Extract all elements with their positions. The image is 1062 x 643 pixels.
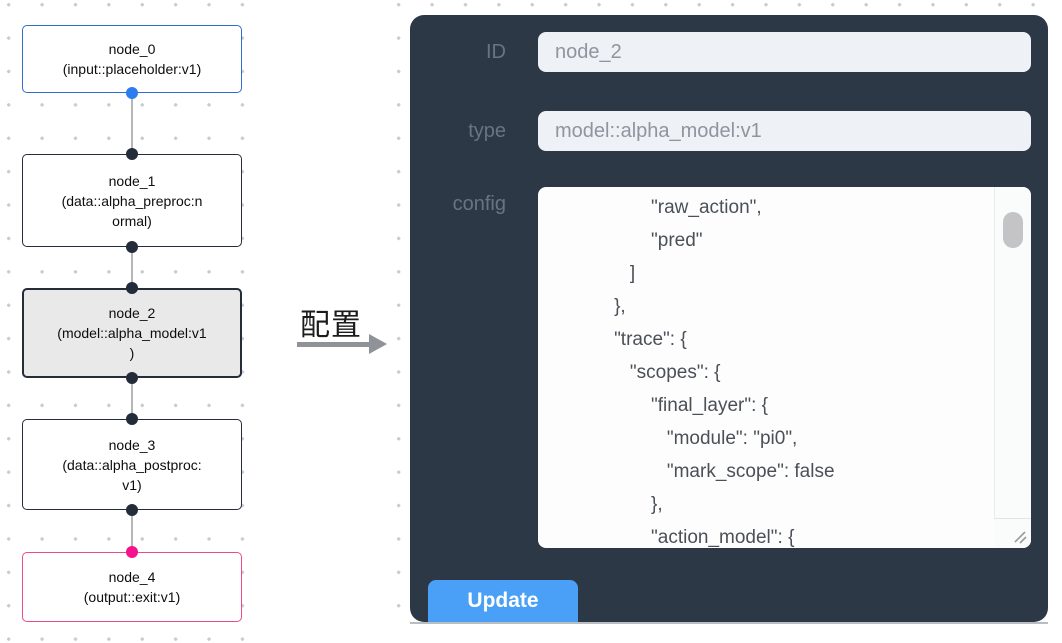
port-node2-output[interactable] [126, 372, 138, 384]
textarea-resize-corner[interactable] [994, 518, 1031, 548]
port-node0-output[interactable] [126, 87, 138, 99]
port-node3-input[interactable] [126, 413, 138, 425]
edge-node3-node4 [131, 510, 133, 552]
flow-node-node_3[interactable]: node_3 (data::alpha_postproc: v1) [22, 419, 242, 510]
type-field-label: type [468, 119, 506, 142]
config-textarea[interactable]: "raw_action", "pred" ] }, "trace": { "sc… [538, 187, 1031, 548]
edge-node1-node2 [131, 247, 133, 288]
id-field-label: ID [486, 40, 506, 63]
flow-node-node_2-selected[interactable]: node_2 (model::alpha_model:v1 ) [22, 288, 242, 378]
port-node3-output[interactable] [126, 504, 138, 516]
config-field-label: config [452, 192, 506, 215]
port-node2-input[interactable] [126, 282, 138, 294]
edge-node0-node1 [131, 93, 133, 154]
port-node1-output[interactable] [126, 241, 138, 253]
panel-bottom-edge [410, 622, 1048, 624]
node-config-panel: ID node_2 type model::alpha_model:v1 con… [410, 15, 1048, 622]
resize-handle-icon [1014, 531, 1027, 544]
type-input[interactable]: model::alpha_model:v1 [538, 111, 1031, 151]
flow-node-node_4[interactable]: node_4 (output::exit:v1) [22, 552, 242, 622]
flow-node-node_1[interactable]: node_1 (data::alpha_preproc:n ormal) [22, 154, 242, 247]
port-node4-input[interactable] [126, 546, 138, 558]
flow-node-node_0[interactable]: node_0 (input::placeholder:v1) [22, 25, 242, 93]
port-node1-input[interactable] [126, 148, 138, 160]
update-button[interactable]: Update [428, 580, 578, 622]
config-json-text: "raw_action", "pred" ] }, "trace": { "sc… [614, 197, 835, 548]
right-arrow-icon [369, 334, 387, 354]
id-input[interactable]: node_2 [538, 32, 1031, 72]
right-arrow-shaft [297, 342, 369, 347]
configure-annotation-label: 配置 [300, 309, 362, 342]
config-scrollbar-thumb[interactable] [1003, 212, 1023, 248]
edge-node2-node3 [131, 378, 133, 419]
